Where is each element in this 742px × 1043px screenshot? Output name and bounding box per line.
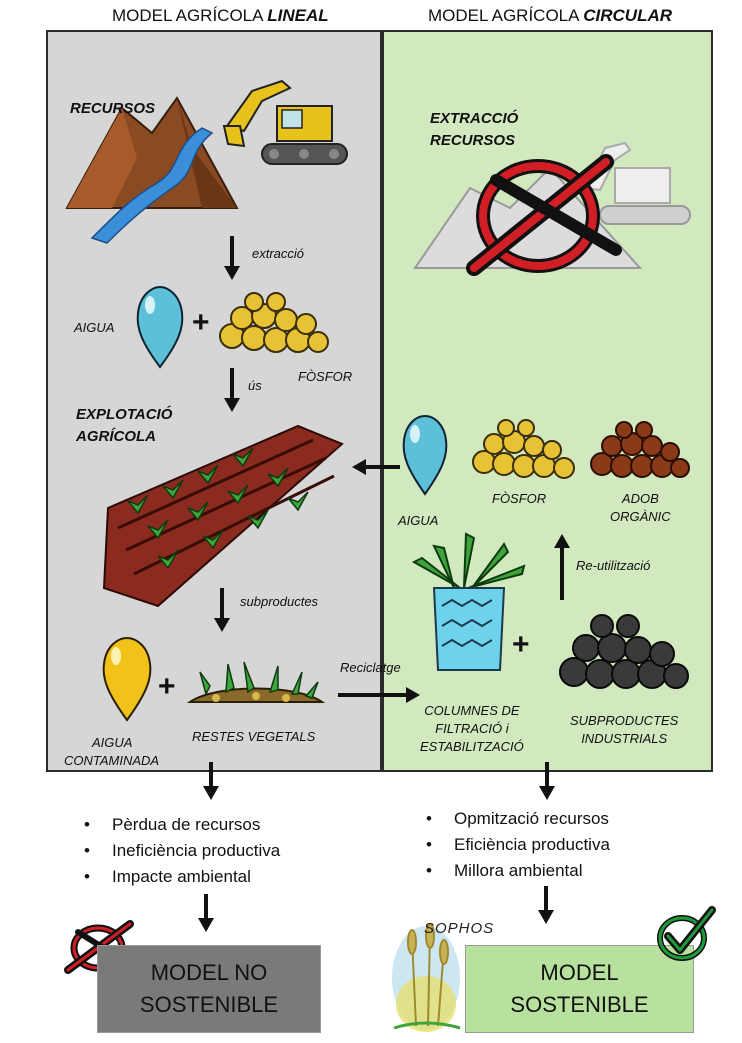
arrow-linear-down-2 xyxy=(198,894,214,932)
sophos-label: SOPHOS xyxy=(424,920,495,937)
fosfor-label: FÒSFOR xyxy=(298,369,353,384)
circular-phosphorus-icon xyxy=(472,419,575,479)
phosphorus-pile-icon xyxy=(219,292,329,353)
circular-title-prefix: MODEL AGRÍCOLA xyxy=(428,6,584,25)
filter-column-icon xyxy=(411,532,526,671)
sophos-wheat-icon xyxy=(392,923,461,1032)
columnes-line-2: FILTRACIÓ i xyxy=(435,721,509,736)
list-item: Impacte ambiental xyxy=(84,864,280,890)
arrow-extraccio xyxy=(224,236,240,280)
adob-organic-label: ADOB ORGÀNIC xyxy=(610,490,671,526)
sustainable-model-box: MODEL SOSTENIBLE xyxy=(465,945,694,1033)
linear-title-emph: LINEAL xyxy=(267,6,329,25)
arrow-reutilitzacio xyxy=(554,534,570,600)
extraccio-recursos-line-2: RECURSOS xyxy=(430,132,516,149)
list-item: Eficiència productiva xyxy=(426,832,610,858)
aigua-contaminada-line-1: AIGUA xyxy=(92,735,133,750)
unsustainable-line-1: MODEL NO xyxy=(150,960,268,985)
industrial-byproducts-icon xyxy=(559,614,689,689)
list-item: Opmització recursos xyxy=(426,806,610,832)
explotacio-line-2: AGRÍCOLA xyxy=(76,428,156,445)
restes-vegetals-label: RESTES VEGETALS xyxy=(192,729,316,744)
list-item: Millora ambiental xyxy=(426,858,610,884)
plus-sign-1: + xyxy=(192,306,210,339)
columnes-label: COLUMNES DE FILTRACIÓ i ESTABILITZACIÓ xyxy=(420,702,524,756)
list-item: Ineficiència productiva xyxy=(84,838,280,864)
arrow-circular-down-1 xyxy=(539,762,555,800)
extraccio-label: extracció xyxy=(252,246,305,261)
circular-water-drop-icon xyxy=(402,414,448,496)
aigua-contaminada-label: AIGUA CONTAMINADA xyxy=(64,734,159,770)
mountain-river-icon xyxy=(65,96,239,244)
linear-title-prefix: MODEL AGRÍCOLA xyxy=(112,6,268,25)
circular-fosfor-label: FÒSFOR xyxy=(492,491,547,506)
explotacio-label: EXPLOTACIÓ AGRÍCOLA xyxy=(76,404,172,448)
sustainable-line-2: SOSTENIBLE xyxy=(510,992,649,1017)
subproductes-industrials-label: SUBPRODUCTES INDUSTRIALS xyxy=(570,712,678,748)
extraccio-recursos-line-1: EXTRACCIÓ xyxy=(430,110,519,127)
arrow-reciclatge xyxy=(338,687,420,703)
arrow-subproductes xyxy=(214,588,230,632)
recursos-label: RECURSOS xyxy=(70,100,156,117)
reciclatge-label: Reciclatge xyxy=(340,660,401,675)
linear-model-title: MODEL AGRÍCOLA LINEAL xyxy=(112,6,329,26)
arrow-circular-down-2 xyxy=(538,886,554,924)
arrow-us xyxy=(224,368,240,412)
crop-field-icon xyxy=(102,424,344,608)
water-drop-icon xyxy=(136,285,184,369)
subprod-line-2: INDUSTRIALS xyxy=(581,731,668,746)
arrow-linear-down-1 xyxy=(203,762,219,800)
organic-fertilizer-icon xyxy=(590,421,690,478)
extraccio-recursos-label: EXTRACCIÓ RECURSOS xyxy=(430,108,518,152)
aigua-contaminada-line-2: CONTAMINADA xyxy=(64,753,160,768)
subproductes-label: subproductes xyxy=(240,594,319,609)
reutilitzacio-label: Re-utilització xyxy=(576,558,651,573)
adob-line-1: ADOB xyxy=(621,491,659,506)
polluted-water-drop-icon xyxy=(102,636,152,722)
plus-sign-2: + xyxy=(158,670,176,703)
arrow-resources-to-field xyxy=(352,459,400,475)
plant-residues-icon xyxy=(186,661,326,703)
unsustainable-line-2: SOSTENIBLE xyxy=(139,992,279,1017)
aigua-label: AIGUA xyxy=(74,320,115,335)
adob-line-2: ORGÀNIC xyxy=(610,509,671,524)
subprod-line-1: SUBPRODUCTES xyxy=(570,713,679,728)
sustainable-line-1: MODEL xyxy=(540,960,619,985)
circular-aigua-label: AIGUA xyxy=(398,513,439,528)
plus-sign-3: + xyxy=(512,628,530,661)
unsustainable-model-box: MODEL NO SOSTENIBLE xyxy=(97,945,321,1033)
forbidden-sign-icon xyxy=(466,154,622,276)
us-label: ús xyxy=(248,378,262,393)
circular-benefits-list: Opmització recursos Eficiència productiv… xyxy=(426,806,610,884)
excavator-icon xyxy=(222,79,348,165)
explotacio-line-1: EXPLOTACIÓ xyxy=(76,406,173,423)
list-item: Pèrdua de recursos xyxy=(84,812,280,838)
columnes-line-3: ESTABILITZACIÓ xyxy=(420,739,524,754)
columnes-line-1: COLUMNES DE xyxy=(424,703,520,718)
linear-consequences-list: Pèrdua de recursos Ineficiència producti… xyxy=(84,812,280,890)
circular-model-title: MODEL AGRÍCOLA CIRCULAR xyxy=(428,6,672,26)
check-mark-icon xyxy=(657,906,716,961)
circular-title-emph: CIRCULAR xyxy=(583,6,673,25)
